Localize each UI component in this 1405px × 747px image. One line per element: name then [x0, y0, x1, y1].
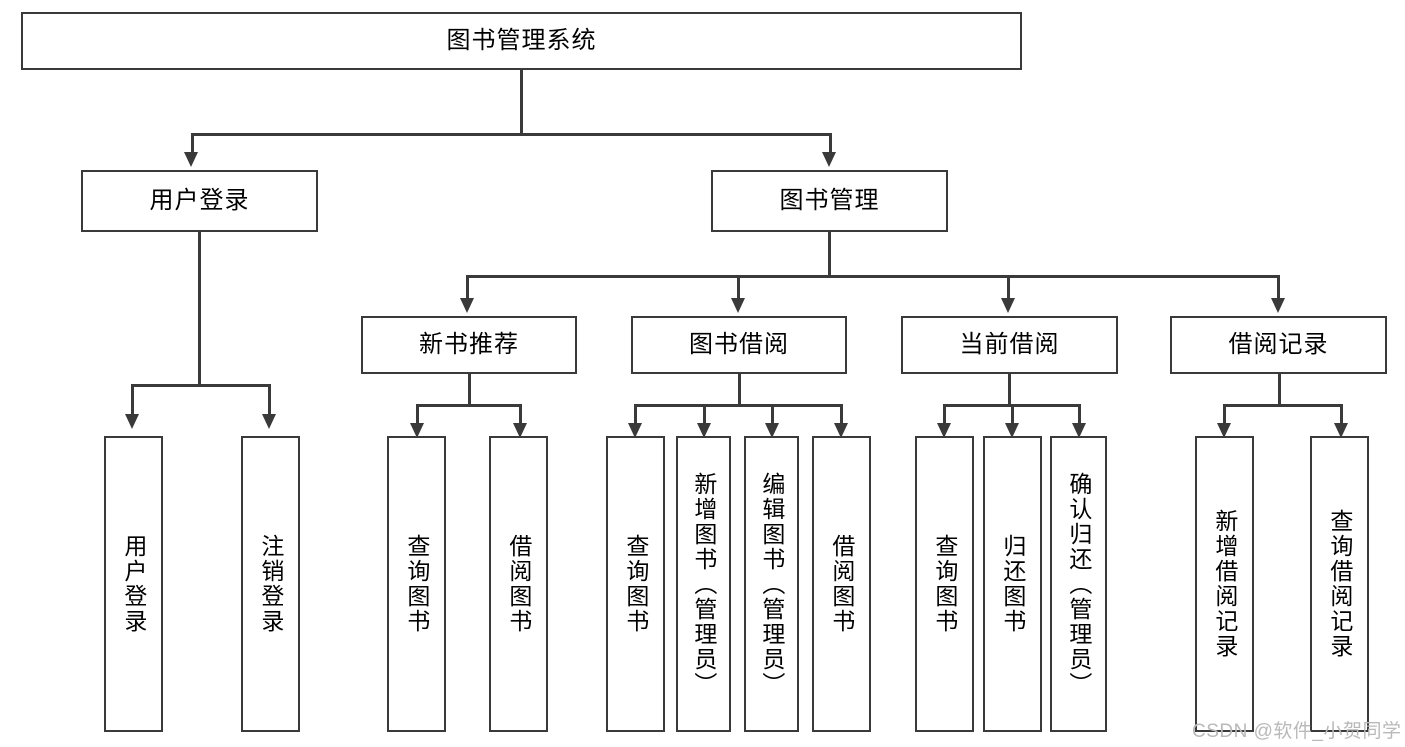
connector-cb-to-leaf-2: [1011, 404, 1014, 426]
node-label: 图书管理系统: [446, 26, 597, 54]
node-label: 图书管理: [779, 186, 880, 214]
arrow-bm-to-book-borrow: [731, 298, 745, 313]
node-borrow-record[interactable]: 借阅记录: [1170, 316, 1387, 374]
node-label: 借阅图书: [505, 534, 532, 634]
node-root-book-management-system[interactable]: 图书管理系统: [21, 12, 1022, 70]
node-label: 确认归还（管理员）: [1065, 471, 1092, 697]
arrow-root-to-user-login: [184, 152, 198, 167]
leaf-nb-borrow-book[interactable]: 借阅图书: [489, 436, 548, 732]
connector-nb-to-leaf-1: [416, 404, 419, 426]
arrow-root-to-book-management: [822, 152, 836, 167]
node-book-management[interactable]: 图书管理: [711, 170, 948, 232]
node-label: 当前借阅: [959, 330, 1060, 358]
node-user-login[interactable]: 用户登录: [81, 170, 318, 232]
node-book-borrow[interactable]: 图书借阅: [631, 316, 847, 374]
leaf-br-add-record[interactable]: 新增借阅记录: [1195, 436, 1254, 732]
connector-bb-to-leaf-2: [703, 404, 706, 426]
connector-br-to-leaf-1: [1223, 404, 1226, 426]
node-label: 编辑图书（管理员）: [758, 471, 785, 697]
node-label: 图书借阅: [689, 330, 789, 358]
arrow-br-to-leaf-1: [1217, 423, 1231, 438]
arrow-bb-to-leaf-2: [697, 423, 711, 438]
connector-cb-to-leaf-3: [1078, 404, 1081, 426]
arrow-nb-to-leaf-1: [410, 423, 424, 438]
node-label: 用户登录: [120, 534, 147, 634]
connector-bb-to-leaf-3: [771, 404, 774, 426]
leaf-cb-confirm-return-admin[interactable]: 确认归还（管理员）: [1050, 436, 1107, 732]
leaf-bb-add-book-admin[interactable]: 新增图书（管理员）: [676, 436, 731, 732]
connector-book-borrow-bus: [634, 404, 842, 407]
node-label: 借阅记录: [1228, 330, 1329, 358]
node-label: 查询图书: [403, 534, 430, 634]
connector-user-login-down: [198, 232, 201, 386]
connector-borrow-record-bus: [1223, 404, 1340, 407]
arrow-cb-to-leaf-2: [1005, 423, 1019, 438]
arrow-user-login-to-leaf-1: [125, 414, 139, 429]
connector-new-book-down: [468, 374, 471, 406]
connector-new-book-bus: [416, 404, 521, 407]
node-label: 查询借阅记录: [1326, 509, 1353, 659]
connector-book-management-down: [828, 232, 831, 277]
connector-current-borrow-down: [1008, 374, 1011, 406]
node-label: 新书推荐: [419, 330, 519, 358]
node-label: 新增图书（管理员）: [690, 471, 717, 697]
node-label: 查询图书: [622, 534, 649, 634]
watermark-credit: CSDN @软件_小贺同学: [1192, 721, 1402, 742]
connector-nb-to-leaf-2: [519, 404, 522, 426]
leaf-user-logout[interactable]: 注销登录: [241, 436, 300, 732]
leaf-cb-return-book[interactable]: 归还图书: [983, 436, 1042, 732]
leaf-user-login-query[interactable]: 用户登录: [104, 436, 163, 732]
connector-cb-to-leaf-1: [943, 404, 946, 426]
connector-root-to-book-management: [829, 133, 832, 155]
arrow-user-login-to-leaf-2: [262, 414, 276, 429]
node-label: 查询图书: [931, 534, 958, 634]
arrow-br-to-leaf-2: [1334, 423, 1348, 438]
leaf-br-query-record[interactable]: 查询借阅记录: [1310, 436, 1369, 732]
node-label: 借阅图书: [828, 534, 855, 634]
connector-book-borrow-down: [738, 374, 741, 406]
connector-bm-to-current-borrow: [1007, 275, 1010, 300]
leaf-bb-query-book[interactable]: 查询图书: [606, 436, 665, 732]
node-new-book-recommend[interactable]: 新书推荐: [361, 316, 577, 374]
connector-bb-to-leaf-1: [634, 404, 637, 426]
connector-current-borrow-bus: [943, 404, 1078, 407]
arrow-bm-to-borrow-record: [1271, 298, 1285, 313]
connector-bb-to-leaf-4: [840, 404, 843, 426]
connector-root-to-user-login: [191, 133, 194, 155]
connector-user-login-bus: [131, 384, 270, 387]
connector-user-login-to-leaf-2: [268, 384, 271, 416]
leaf-bb-borrow-book[interactable]: 借阅图书: [812, 436, 871, 732]
arrow-cb-to-leaf-3: [1072, 423, 1086, 438]
node-label: 新增借阅记录: [1211, 509, 1238, 659]
connector-root-bus: [191, 133, 831, 136]
connector-bm-to-borrow-record: [1277, 275, 1280, 300]
connector-book-management-bus: [466, 275, 1278, 278]
connector-br-to-leaf-2: [1340, 404, 1343, 426]
arrow-bb-to-leaf-3: [765, 423, 779, 438]
leaf-nb-query-book[interactable]: 查询图书: [387, 436, 446, 732]
leaf-cb-query-book[interactable]: 查询图书: [915, 436, 974, 732]
node-label: 注销登录: [257, 534, 284, 634]
arrow-cb-to-leaf-1: [937, 423, 951, 438]
arrow-nb-to-leaf-2: [513, 423, 527, 438]
connector-borrow-record-down: [1278, 374, 1281, 406]
leaf-bb-edit-book-admin[interactable]: 编辑图书（管理员）: [744, 436, 799, 732]
connector-bm-to-book-borrow: [737, 275, 740, 300]
arrow-bm-to-current-borrow: [1001, 298, 1015, 313]
connector-bm-to-new-book: [466, 275, 469, 300]
arrow-bm-to-new-book: [460, 298, 474, 313]
node-current-borrow[interactable]: 当前借阅: [901, 316, 1118, 374]
arrow-bb-to-leaf-4: [834, 423, 848, 438]
connector-root-down: [520, 70, 523, 135]
connector-user-login-to-leaf-1: [131, 384, 134, 416]
node-label: 归还图书: [999, 534, 1026, 634]
arrow-bb-to-leaf-1: [628, 423, 642, 438]
node-label: 用户登录: [149, 186, 250, 214]
